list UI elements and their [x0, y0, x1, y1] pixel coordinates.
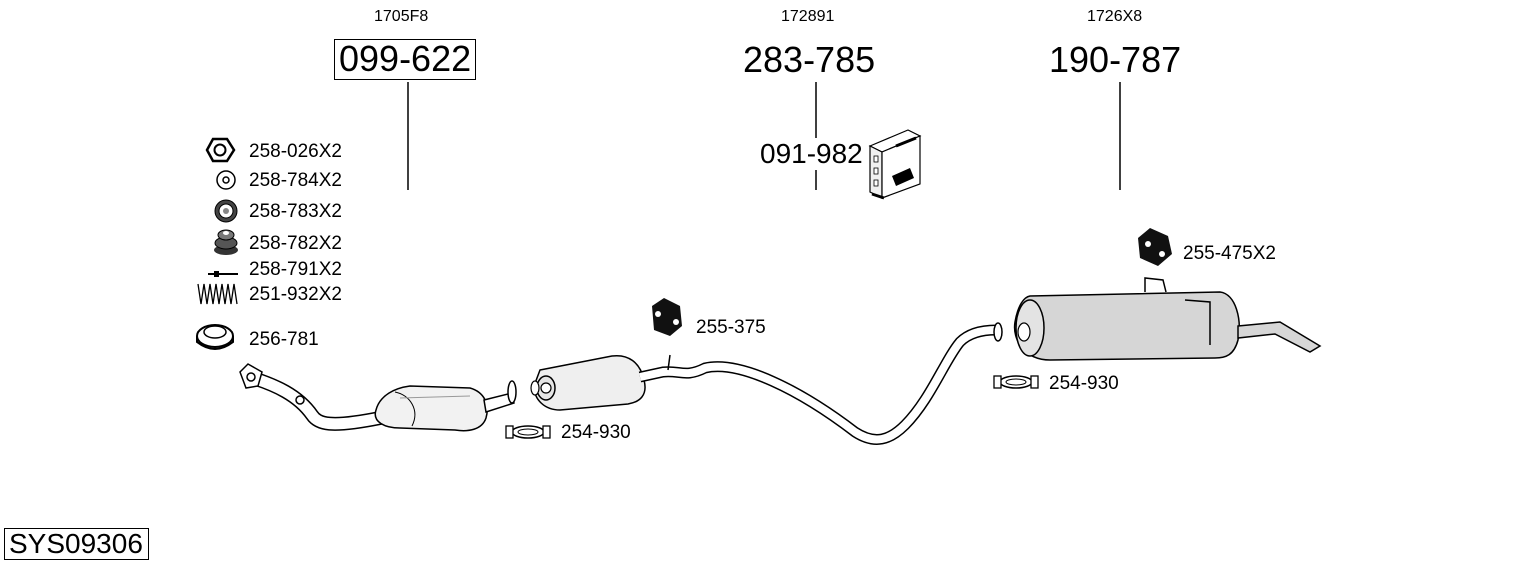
system-code-label: SYS09306: [4, 528, 149, 560]
rubber-ring-icon: [214, 199, 238, 223]
part-label-clamp-rear[interactable]: 254-930: [1049, 373, 1119, 394]
fitting-label-rubber-mount[interactable]: 258-782X2: [249, 233, 342, 254]
ref-code-3: 1726X8: [1087, 8, 1143, 25]
ref-code-2: 172891: [781, 8, 835, 25]
part-number-middle-silencer[interactable]: 283-785: [743, 39, 876, 80]
main-pipe: [638, 322, 1003, 445]
rear-silencer: [1013, 277, 1322, 361]
exhaust-clamp-rear-icon: [993, 375, 1039, 389]
exhaust-clamp-front-icon: [505, 425, 551, 439]
part-label-hanger-mid[interactable]: 255-375: [696, 317, 766, 338]
middle-silencer: [530, 354, 646, 411]
ref-code-1: 1705F8: [374, 8, 429, 25]
part-label-clamp-front[interactable]: 254-930: [561, 422, 631, 443]
washer-icon: [216, 170, 236, 190]
fitting-label-hex-nut[interactable]: 258-026X2: [249, 141, 342, 162]
fitting-label-bolt[interactable]: 258-791X2: [249, 259, 342, 280]
bolt-icon: [208, 271, 238, 277]
part-number-rear-silencer[interactable]: 190-787: [1049, 39, 1182, 80]
fitting-label-spring[interactable]: 251-932X2: [249, 284, 342, 305]
fitting-label-washer[interactable]: 258-784X2: [249, 170, 342, 191]
rubber-hanger-rear-icon: [1138, 228, 1172, 266]
spring-icon: [197, 283, 238, 305]
rubber-mount-icon: [214, 229, 238, 255]
gasket-ring-icon: [196, 324, 234, 350]
hex-nut-icon: [205, 137, 236, 163]
fitting-label-gasket-ring[interactable]: 256-781: [249, 329, 319, 350]
part-label-hanger-rear[interactable]: 255-475X2: [1183, 243, 1276, 264]
mounting-kit-box-icon: [868, 129, 922, 200]
catalytic-converter: [374, 380, 517, 432]
rubber-hanger-mid-icon: [652, 298, 682, 336]
part-number-catalytic-converter[interactable]: 099-622: [334, 39, 477, 80]
front-pipe: [239, 363, 387, 431]
part-number-mounting-kit[interactable]: 091-982: [760, 138, 863, 169]
fitting-label-rubber-ring[interactable]: 258-783X2: [249, 201, 342, 222]
